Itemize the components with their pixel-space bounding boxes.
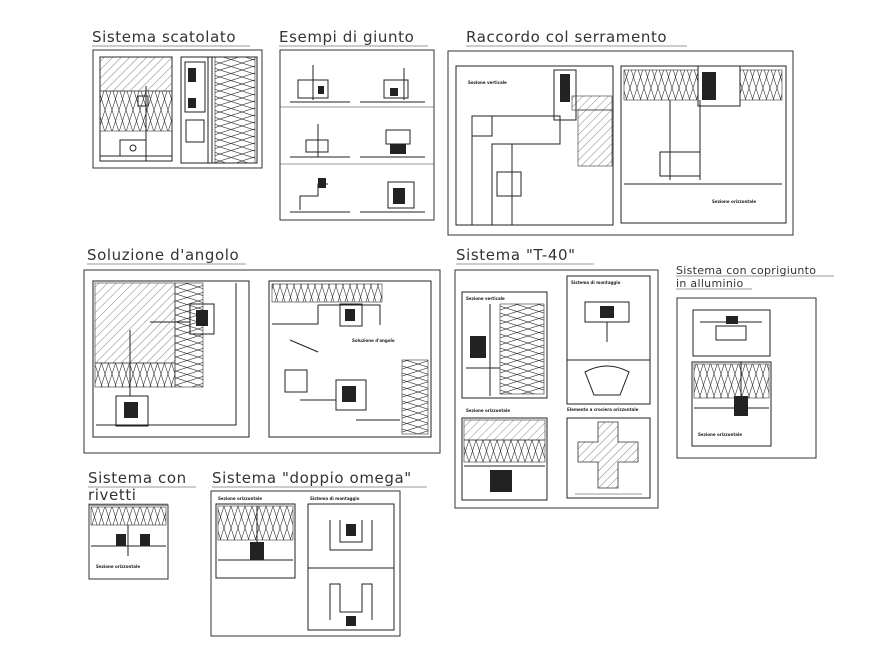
svg-text:Elemento a crociera orizzontal: Elemento a crociera orizzontale (567, 407, 639, 412)
svg-text:Sistema "doppio omega": Sistema "doppio omega" (212, 469, 412, 487)
svg-text:Sistema "T-40": Sistema "T-40" (456, 246, 576, 264)
panel-raccordo: Sezione verticale Sezione orizzontale (447, 50, 794, 236)
title-raccordo: Raccordo col serramento (466, 28, 687, 47)
svg-text:Sistema di montaggio: Sistema di montaggio (571, 280, 621, 285)
title-t40: Sistema "T-40" (456, 246, 594, 265)
svg-text:Sezione verticale: Sezione verticale (466, 296, 505, 301)
title-coprigiunto: Sistema con coprigiunto in alluminio (676, 264, 834, 290)
panel-t40: Sezione verticale Sistema di montaggio S… (454, 269, 659, 509)
panel-angolo: Soluzione d'angolo (83, 269, 441, 454)
svg-text:Sezione orizzontale: Sezione orizzontale (96, 564, 140, 569)
panel-giunto (279, 49, 435, 221)
svg-text:Soluzione d'angolo: Soluzione d'angolo (352, 338, 395, 343)
svg-text:Sezione orizzontale: Sezione orizzontale (698, 432, 742, 437)
svg-text:Sistema scatolato: Sistema scatolato (92, 28, 236, 46)
svg-text:rivetti: rivetti (88, 486, 137, 504)
panel-rivetti: Sezione orizzontale (88, 504, 169, 580)
svg-text:Sistema con coprigiunto: Sistema con coprigiunto (676, 264, 816, 277)
panel-omega: Sezione orizzontale Sistema di montaggio (210, 490, 401, 637)
panel-coprigiunto: Sezione orizzontale (676, 297, 817, 459)
svg-text:Sezione verticale: Sezione verticale (468, 80, 507, 85)
title-omega: Sistema "doppio omega" (212, 469, 427, 488)
svg-text:Sistema di montaggio: Sistema di montaggio (310, 496, 360, 501)
svg-text:in alluminio: in alluminio (676, 277, 743, 290)
title-scatolato: Sistema scatolato (92, 28, 250, 47)
title-rivetti: Sistema con rivetti (88, 469, 196, 505)
title-angolo: Soluzione d'angolo (87, 246, 246, 265)
title-giunto: Esempi di giunto (279, 28, 428, 47)
svg-text:Raccordo col serramento: Raccordo col serramento (466, 28, 667, 46)
svg-text:Esempi di giunto: Esempi di giunto (279, 28, 414, 46)
svg-text:Sezione orizzontale: Sezione orizzontale (712, 199, 756, 204)
svg-text:Sezione orizzontale: Sezione orizzontale (466, 408, 510, 413)
svg-text:Sezione orizzontale: Sezione orizzontale (218, 496, 262, 501)
svg-text:Soluzione d'angolo: Soluzione d'angolo (87, 246, 239, 264)
svg-text:Sistema con: Sistema con (88, 469, 187, 487)
panel-scatolato (92, 49, 263, 169)
